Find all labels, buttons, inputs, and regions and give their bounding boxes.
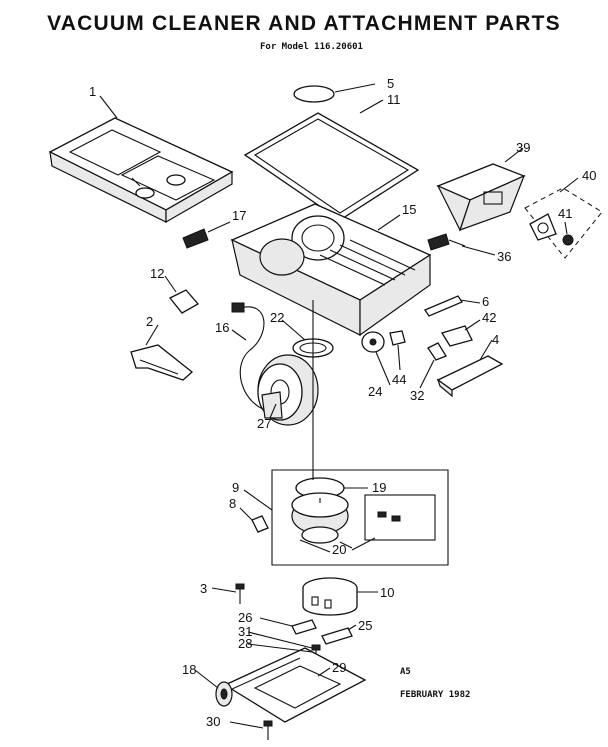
part-27-cord-reel (257, 354, 319, 426)
part-20-detail-box (364, 494, 436, 541)
part-19-motor (291, 477, 349, 553)
callout-10: 10 (380, 585, 394, 600)
callout-44: 44 (392, 372, 406, 387)
part-10-band (302, 577, 358, 616)
part-11-gasket (243, 112, 420, 221)
callout-27: 27 (257, 416, 271, 431)
diagram-title: VACUUM CLEANER AND ATTACHMENT PARTS (47, 12, 561, 35)
callout-39: 39 (516, 140, 530, 155)
callout-26: 26 (238, 610, 252, 625)
part-8-fitting (251, 515, 269, 533)
part-40-outline (524, 187, 603, 259)
callout-40: 40 (582, 168, 596, 183)
callout-19: 19 (372, 480, 386, 495)
callout-9: 9 (232, 480, 239, 495)
model-line: For Model 116.20601 (260, 42, 363, 52)
part-4-handle (436, 355, 504, 398)
callout-8: 8 (229, 496, 236, 511)
callout-17: 17 (232, 208, 246, 223)
callout-24: 24 (368, 384, 382, 399)
part-42-latch (441, 325, 473, 347)
part-16-cord (239, 306, 266, 411)
part-16-plug (231, 302, 245, 313)
callout-16: 16 (215, 320, 229, 335)
part-36-connector (427, 233, 466, 251)
callout-22: 22 (270, 310, 284, 325)
callout-18: 18 (182, 662, 196, 677)
part-40-bracket (529, 213, 557, 241)
callout-5: 5 (387, 76, 394, 91)
callout-20: 20 (332, 542, 346, 557)
part-6-strip (424, 295, 463, 317)
part-25-strip (321, 627, 353, 645)
callout-32: 32 (410, 388, 424, 403)
callout-36: 36 (497, 249, 511, 264)
part-3-screw (235, 583, 245, 604)
part-29-bottom-plate (223, 647, 367, 723)
part-1-top-cover (48, 117, 234, 224)
callout-28: 28 (238, 636, 252, 651)
part-44-clip (389, 330, 406, 346)
callout-41: 41 (558, 206, 572, 221)
part-9-motor-group-box (271, 469, 449, 566)
footer-date: FEBRUARY 1982 (400, 690, 471, 700)
callout-31: 31 (238, 624, 252, 639)
callout-30: 30 (206, 714, 220, 729)
part-41-nut (562, 234, 574, 246)
part-2-handle (130, 344, 194, 381)
callout-1: 1 (89, 84, 96, 99)
part-39-attachment (436, 163, 526, 232)
callout-2: 2 (146, 314, 153, 329)
callout-11: 11 (387, 92, 401, 107)
callout-12: 12 (150, 266, 164, 281)
callout-4: 4 (492, 332, 499, 347)
leader-lines (99, 83, 579, 729)
part-32-clip (427, 342, 447, 361)
part-20-brushes (377, 511, 401, 522)
part-18-wheel (215, 681, 233, 707)
part-12-block (168, 289, 200, 314)
footer-code: A5 (400, 667, 411, 677)
callout-6: 6 (482, 294, 489, 309)
part-30-screw (263, 720, 273, 740)
callout-42: 42 (482, 310, 496, 325)
part-17-switch (182, 228, 209, 249)
part-26-strip (291, 619, 317, 635)
part-24-knob (361, 331, 385, 353)
callout-labels: 1 5 11 39 40 41 17 15 36 12 2 16 22 6 42… (89, 76, 596, 729)
callout-3: 3 (200, 581, 207, 596)
part-5-disc (293, 85, 335, 103)
callout-25: 25 (358, 618, 372, 633)
callout-29: 29 (332, 660, 346, 675)
callout-15: 15 (402, 202, 416, 217)
part-15-base-housing (230, 203, 432, 337)
